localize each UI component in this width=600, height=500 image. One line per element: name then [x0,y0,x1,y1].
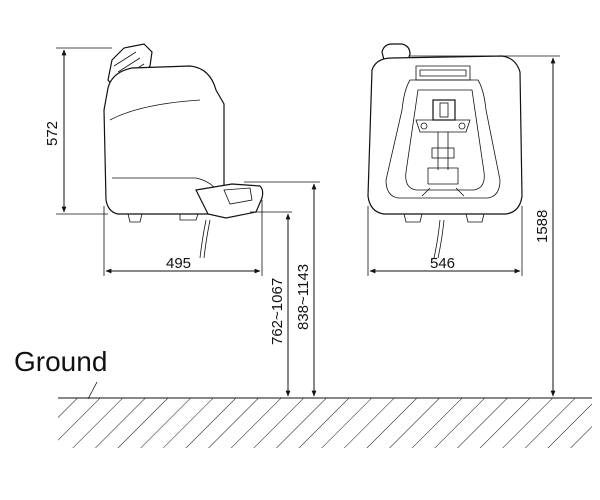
front-view [367,43,523,259]
dim-front-width [367,206,523,276]
dim-side-height-label: 572 [44,121,61,146]
dim-side-height [56,47,112,215]
dim-basin-heights [244,181,320,397]
side-view [103,43,264,259]
dim-basin-height-b-label: 838~1143 [295,264,312,330]
dim-total-height [410,55,560,397]
dim-side-width [103,200,263,276]
dim-front-width-label: 546 [430,255,455,272]
dim-side-width-label: 495 [166,255,191,272]
ground [58,397,592,448]
dim-total-height-label: 1588 [534,210,551,243]
dim-basin-height-a-label: 762~1067 [269,278,286,345]
ground-label: Ground [14,346,107,377]
ground-label-leader [87,381,98,400]
